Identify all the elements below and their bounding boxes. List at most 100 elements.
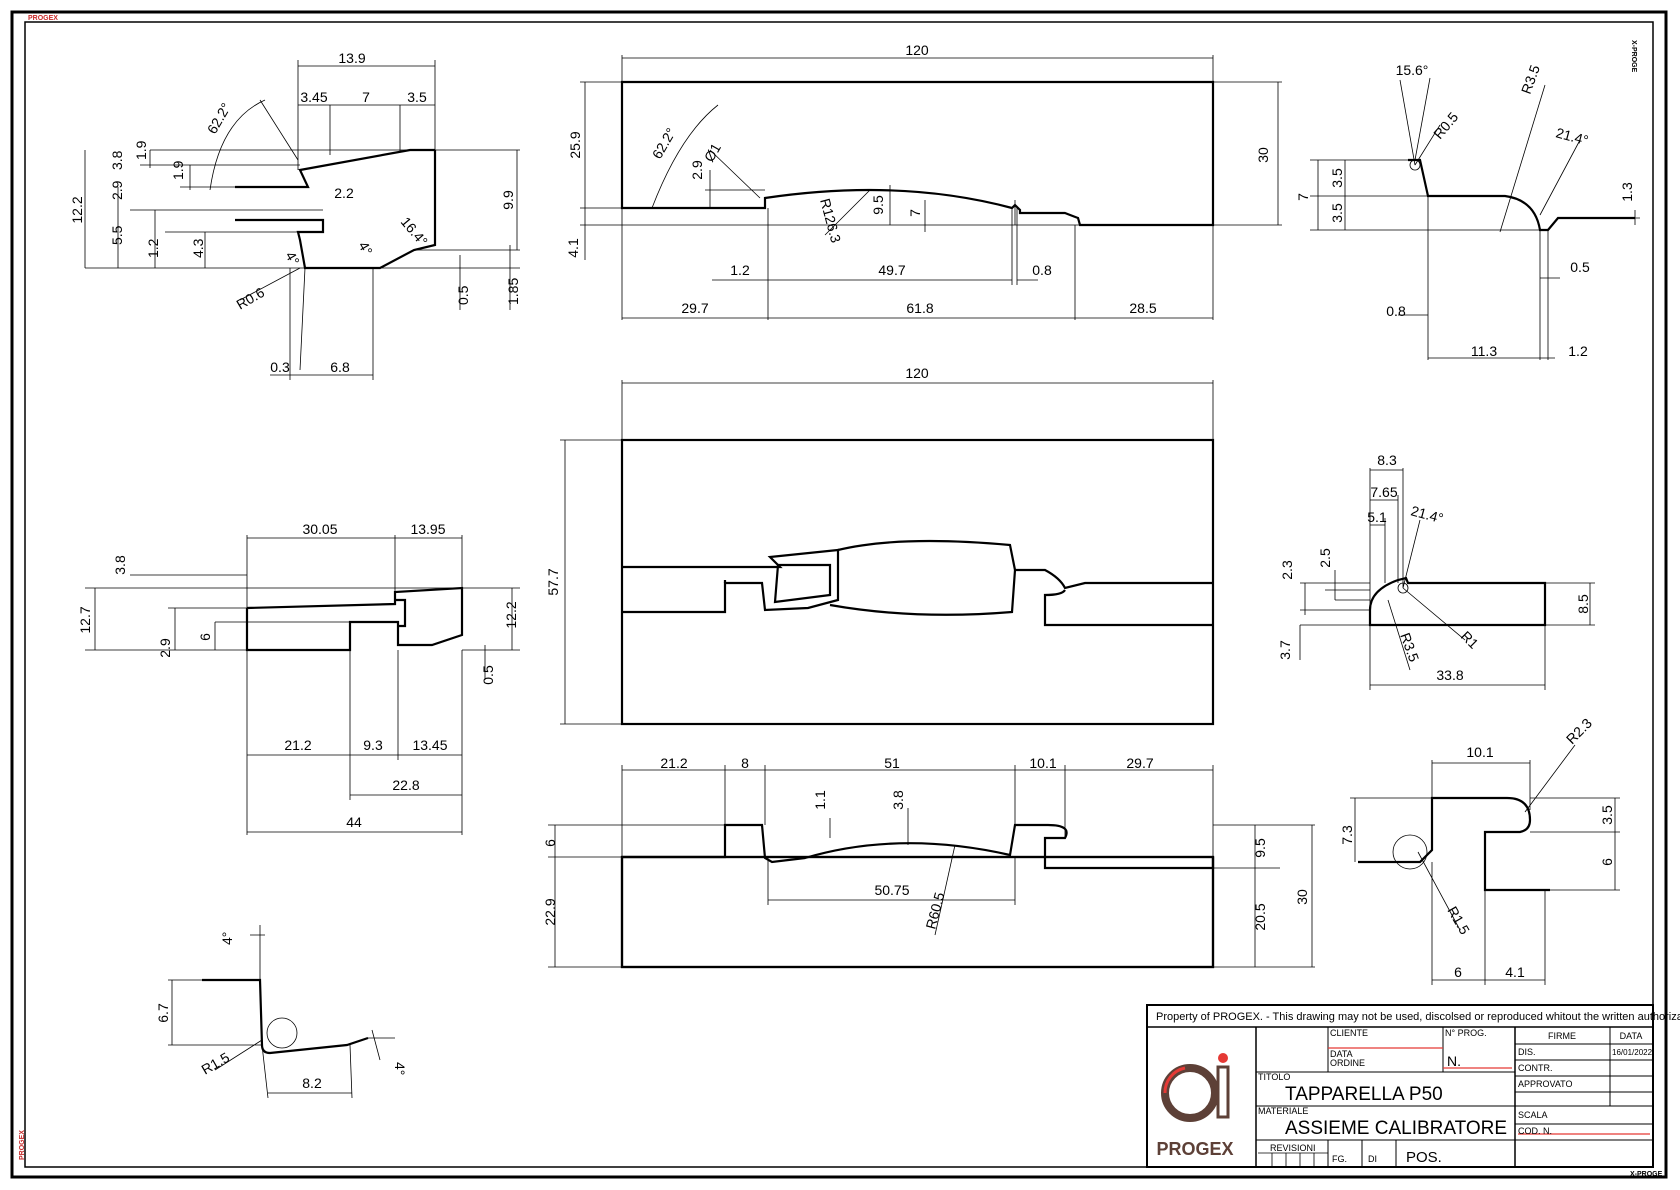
dim-label: 1.3 [1619, 182, 1635, 202]
dim-label: 3.8 [112, 555, 128, 575]
dim-label: 9.5 [870, 195, 886, 215]
titolo-label: TITOLO [1258, 1072, 1290, 1082]
corner-mark-tl: PROGEX [28, 15, 58, 22]
corner-mark-tr: X-PROGE [1630, 40, 1637, 73]
dim-label: 21.4° [1409, 502, 1445, 526]
n-value: N. [1447, 1053, 1461, 1069]
dim-label: 10.1 [1029, 755, 1056, 771]
dim-label: 5.1 [1367, 509, 1387, 525]
dim-label: 20.5 [1252, 903, 1268, 930]
dim-label: 13.45 [412, 737, 447, 753]
dim-label: 2.9 [689, 160, 705, 180]
dim-label: 6.7 [155, 1003, 171, 1023]
dim-label: 2.9 [109, 180, 125, 200]
dim-label: 3.45 [300, 89, 327, 105]
notice-text: Property of PROGEX. - This drawing may n… [1156, 1011, 1680, 1023]
titolo-value: TAPPARELLA P50 [1285, 1084, 1443, 1105]
firme-label: FIRME [1548, 1031, 1576, 1041]
title-block: Property of PROGEX. - This drawing may n… [1146, 1004, 1680, 1168]
dim-label: 0.5 [455, 285, 471, 305]
dim-label: 61.8 [906, 300, 933, 316]
dim-label: 44 [346, 814, 362, 830]
dim-label: R1.5 [1444, 904, 1473, 938]
dim-label: 1.85 [505, 278, 521, 305]
dim-label: 3.5 [407, 89, 427, 105]
view-mid-center: 120 57.7 [545, 365, 1215, 726]
di-label: DI [1368, 1154, 1377, 1164]
dim-label: 1.2 [1568, 343, 1588, 359]
view-bottom-left: 4° 6.7 R1.5 8.2 4° [155, 925, 408, 1099]
progex-logo: PROGEX [1156, 1053, 1234, 1159]
view-bottom-right: 10.1 R2.3 3.5 7.3 6 R1.5 6 4.1 [1339, 715, 1620, 985]
dim-label: 62.2° [649, 125, 679, 161]
dim-label: 3.5 [1599, 805, 1615, 825]
dim-label: 21.2 [284, 737, 311, 753]
view-mid-left: 30.05 13.95 3.8 12.7 12.2 2.9 6 0.5 21.2… [77, 521, 520, 835]
view-top-center: 120 25.9 62.2° Ø1 2.9 9.5 R126.3 7 30 4.… [565, 42, 1282, 320]
dim-label: R3.5 [1397, 631, 1422, 664]
dim-label: 7 [362, 89, 370, 105]
dim-label: 28.5 [1129, 300, 1156, 316]
dim-label: R1 [1458, 628, 1482, 652]
dim-label: 4.1 [565, 238, 581, 258]
dim-label: 9.9 [500, 190, 516, 210]
fg-label: FG. [1332, 1154, 1347, 1164]
dim-label: 29.7 [681, 300, 708, 316]
dim-label: 5.5 [109, 225, 125, 245]
corner-mark-bl: PROGEX [19, 1130, 26, 1160]
dim-label: 30 [1294, 889, 1310, 905]
view-mid-right: 8.3 7.65 21.4° 5.1 2.5 2.3 8.5 3.7 R3.5 … [1277, 452, 1595, 690]
dim-label: 21.2 [660, 755, 687, 771]
dim-label: 4° [355, 239, 376, 259]
logo-text: PROGEX [1156, 1139, 1233, 1159]
dim-label: 7.3 [1339, 825, 1355, 845]
dim-label: 22.8 [392, 777, 419, 793]
nprog-label: N° PROG. [1445, 1028, 1487, 1038]
data-label: DATA [1330, 1049, 1353, 1059]
inner-border [24, 21, 1654, 1168]
dim-label: 8.3 [1377, 452, 1397, 468]
outer-border [10, 10, 1668, 1179]
dim-label: 120 [905, 365, 929, 381]
dim-label: 4.1 [1505, 964, 1525, 980]
dim-label: 1.1 [812, 790, 828, 810]
dim-label: 51 [884, 755, 900, 771]
dim-label: 3.8 [890, 790, 906, 810]
dim-label: 21.4° [1554, 124, 1590, 148]
dim-label: 11.3 [1471, 343, 1497, 359]
data-col-label: DATA [1620, 1031, 1643, 1041]
dim-label: 2.2 [334, 185, 354, 201]
dim-label: 6 [1599, 858, 1615, 866]
dim-label: 3.5 [1329, 168, 1345, 188]
dis-label: DIS. [1518, 1047, 1536, 1057]
dim-label: 57.7 [545, 568, 561, 595]
dim-label: 8.2 [302, 1075, 322, 1091]
corner-mark-br: X-PROGE [1630, 1171, 1663, 1178]
dim-label: 29.7 [1126, 755, 1153, 771]
dim-label: 16.4° [398, 214, 431, 249]
dim-label: 13.95 [410, 521, 445, 537]
dim-label: 4° [282, 249, 303, 269]
dim-label: R60.5 [922, 890, 947, 930]
dim-label: 15.6° [1396, 62, 1429, 78]
dim-label: 12.2 [69, 196, 85, 223]
pos-label: POS. [1406, 1149, 1442, 1166]
view-bottom-center: 21.2 8 51 10.1 29.7 1.1 3.8 6 9.5 30 50.… [542, 755, 1315, 969]
dim-label: 1.9 [170, 160, 186, 180]
dim-label: 50.75 [874, 882, 909, 898]
dis-date: 16/01/2022 [1612, 1048, 1653, 1057]
dim-label: 2.9 [157, 638, 173, 658]
dim-label: R2.3 [1563, 715, 1595, 747]
approvato-label: APPROVATO [1518, 1079, 1573, 1089]
dim-label: 8.5 [1575, 594, 1591, 614]
dim-label: R3.5 [1518, 63, 1543, 96]
dim-label: R126.3 [817, 197, 844, 245]
scala-label: SCALA [1518, 1110, 1548, 1120]
ordine-label: ORDINE [1330, 1058, 1365, 1068]
revisioni-label: REVISIONI [1270, 1143, 1316, 1153]
dim-label: 49.7 [878, 262, 905, 278]
dim-label: 0.8 [1386, 303, 1406, 319]
dim-label: 0.8 [1032, 262, 1052, 278]
dim-label: 1.2 [145, 238, 161, 258]
codn-label: COD. N. [1518, 1126, 1552, 1136]
